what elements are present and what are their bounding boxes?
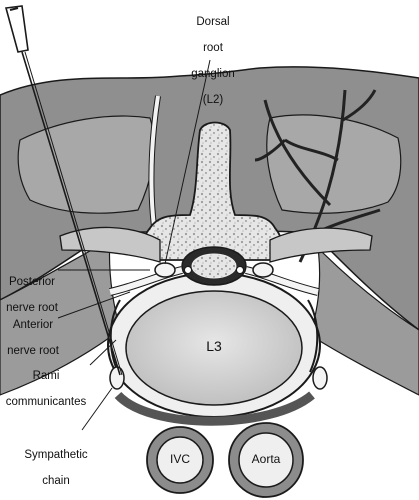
posterior-label-line2: nerve root xyxy=(6,302,58,314)
drg-label: Dorsal root ganglion (L2) xyxy=(168,3,258,107)
drg-label-line3: ganglion xyxy=(191,68,235,80)
nerve-roots xyxy=(109,266,319,296)
anterior-label-line1: Anterior xyxy=(12,319,54,331)
rami-label: Rami communicantes xyxy=(0,357,92,409)
drg-label-line2: root xyxy=(203,42,223,54)
drg-label-line1: Dorsal xyxy=(196,16,230,28)
sympathetic-label-line1: Sympathetic xyxy=(24,449,88,461)
left-rami xyxy=(109,299,121,373)
right-transverse-process xyxy=(269,227,373,263)
right-dorsal-root-ganglion xyxy=(252,262,274,278)
drg-label-line4: (L2) xyxy=(202,94,224,106)
left-dorsal-root-ganglion xyxy=(154,262,176,278)
posterior-label-line1: Posterior xyxy=(8,276,56,288)
leader-lines xyxy=(57,59,211,431)
left-paraspinal-muscle xyxy=(17,115,155,214)
posterior-root-label: Posterior nerve root xyxy=(0,263,64,315)
left-sympathetic-ganglion xyxy=(109,366,125,390)
aorta-label: Aorta xyxy=(251,452,281,466)
rami-label-line2: communicantes xyxy=(5,396,87,408)
anterior-root-label: Anterior nerve root xyxy=(0,306,66,358)
ivc-label: IVC xyxy=(169,452,190,466)
anterior-label-line2: nerve root xyxy=(7,345,59,357)
needle-icon xyxy=(4,5,123,376)
anterior-fascia xyxy=(114,391,315,426)
sympathetic-label-line2: chain xyxy=(42,475,70,487)
right-psoas xyxy=(309,246,419,396)
right-rami xyxy=(307,299,319,373)
rami-label-line1: Rami xyxy=(32,370,60,382)
right-sympathetic-ganglion xyxy=(312,366,328,390)
vertebra-label: L3 xyxy=(206,338,222,354)
sympathetic-label: Sympathetic chain xyxy=(8,436,104,488)
